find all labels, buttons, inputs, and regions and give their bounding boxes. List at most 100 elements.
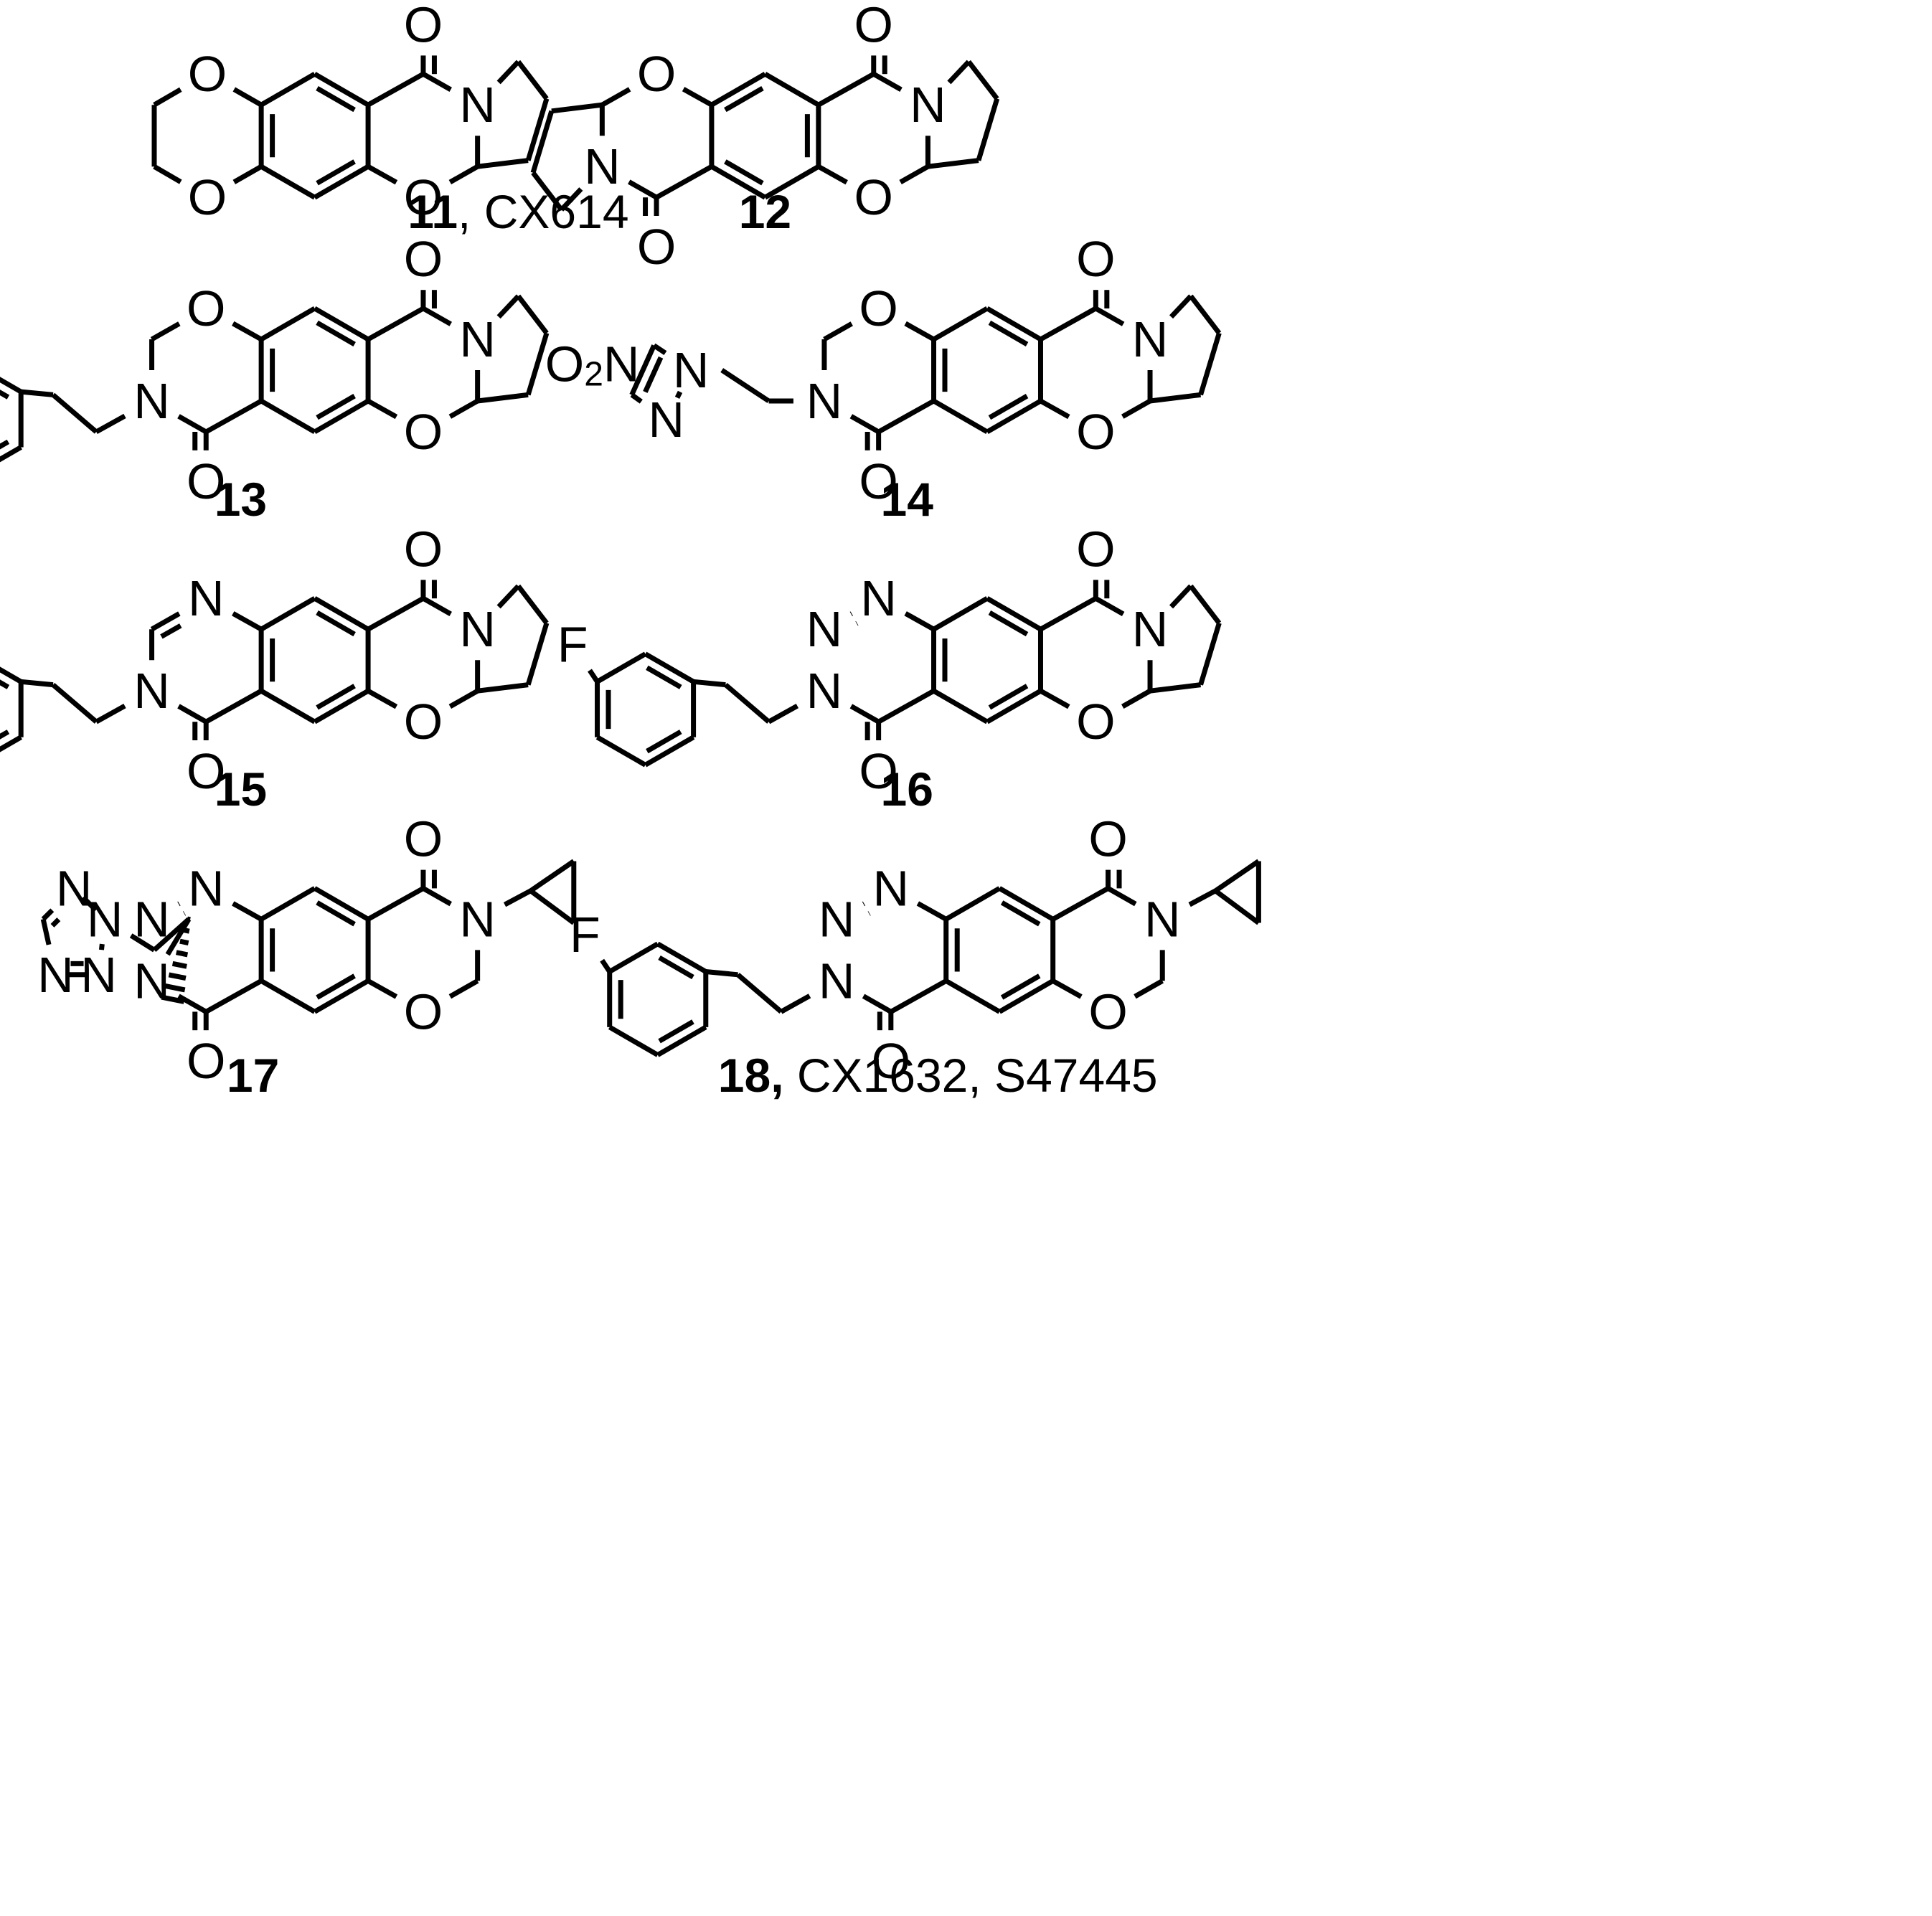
atom-label: O [1088,811,1127,867]
bond [932,306,989,342]
bond [41,908,55,921]
bond [872,72,903,93]
caption-c16: 16 [880,763,933,816]
atom-label: N [1132,311,1169,367]
atom-label: N [459,891,496,947]
atom-label: N [860,570,897,626]
atom-label: O [1088,983,1127,1039]
bond [232,87,263,108]
bond [932,398,989,435]
bond [1214,889,1260,925]
bond [1039,398,1070,420]
bond [95,704,126,725]
bond [904,611,936,632]
atom-label: N [806,663,843,719]
bond [0,390,10,400]
bond [516,294,549,335]
bond [1121,398,1151,419]
bond [1000,973,1041,1000]
bond [849,414,880,435]
structure-13: ONOONOF [0,231,550,509]
atom-label: O [187,453,225,509]
bond [161,994,185,1004]
atom-label: O [854,0,893,52]
atom-label: O [404,521,443,577]
bond [313,978,369,1014]
atom-label: O [859,280,897,336]
atom-label: N [133,373,170,429]
bond [20,679,54,688]
bond [313,306,369,342]
bond [171,961,187,969]
atom-label: O [637,46,676,102]
atom-label: O [187,743,225,799]
bond [1198,332,1222,396]
bond [50,917,61,928]
caption-c15: 15 [215,763,267,816]
bond [560,187,583,212]
bond [674,390,683,400]
bond [367,689,398,709]
bond [1000,900,1041,927]
bond [877,398,936,435]
bond [422,72,452,93]
atom-label: N [37,947,74,1003]
bond [316,610,356,637]
bond [595,735,647,768]
bond [40,918,52,945]
bond [720,368,771,403]
bond [0,377,22,395]
bond [1169,584,1193,609]
bond [313,596,369,632]
atom-label: O [404,694,443,750]
bond [643,356,664,393]
bond [232,901,263,922]
bond [0,730,10,740]
atom-label: N [87,891,123,947]
bond [496,294,520,319]
atom-label: N [56,860,93,916]
bond [152,917,191,953]
bond [1094,306,1125,326]
atom-label: N [819,953,855,1009]
bond [529,859,575,893]
bond [260,398,316,435]
bond [780,994,811,1014]
atom-label: F [557,617,588,673]
bond [448,689,479,709]
bond [600,87,631,108]
bond [204,398,263,435]
bond [988,610,1029,637]
bond [51,682,98,724]
bond [1121,689,1151,709]
bond [153,87,182,108]
bond [1106,886,1137,907]
atom-label: N [188,860,225,916]
bond [260,978,316,1014]
bond [477,158,529,169]
atom-label: O [187,1033,225,1089]
bond [644,735,695,768]
bond [367,978,398,999]
bond [763,164,820,200]
bond [177,994,207,1014]
bond [316,684,356,710]
bond [367,306,425,342]
atom-label: N [673,342,710,398]
bond [150,321,181,342]
bond [51,392,98,434]
atom-label: O [404,404,443,460]
bond [160,623,182,639]
bond [316,973,356,1000]
bond [608,1024,659,1057]
bond [531,171,564,212]
atom-label: O [404,0,443,52]
bond [998,978,1055,1014]
bond [1134,978,1164,999]
bond [1188,888,1217,907]
atom-label: N [459,311,496,367]
atom-label: N [910,77,946,133]
bond [986,398,1042,435]
